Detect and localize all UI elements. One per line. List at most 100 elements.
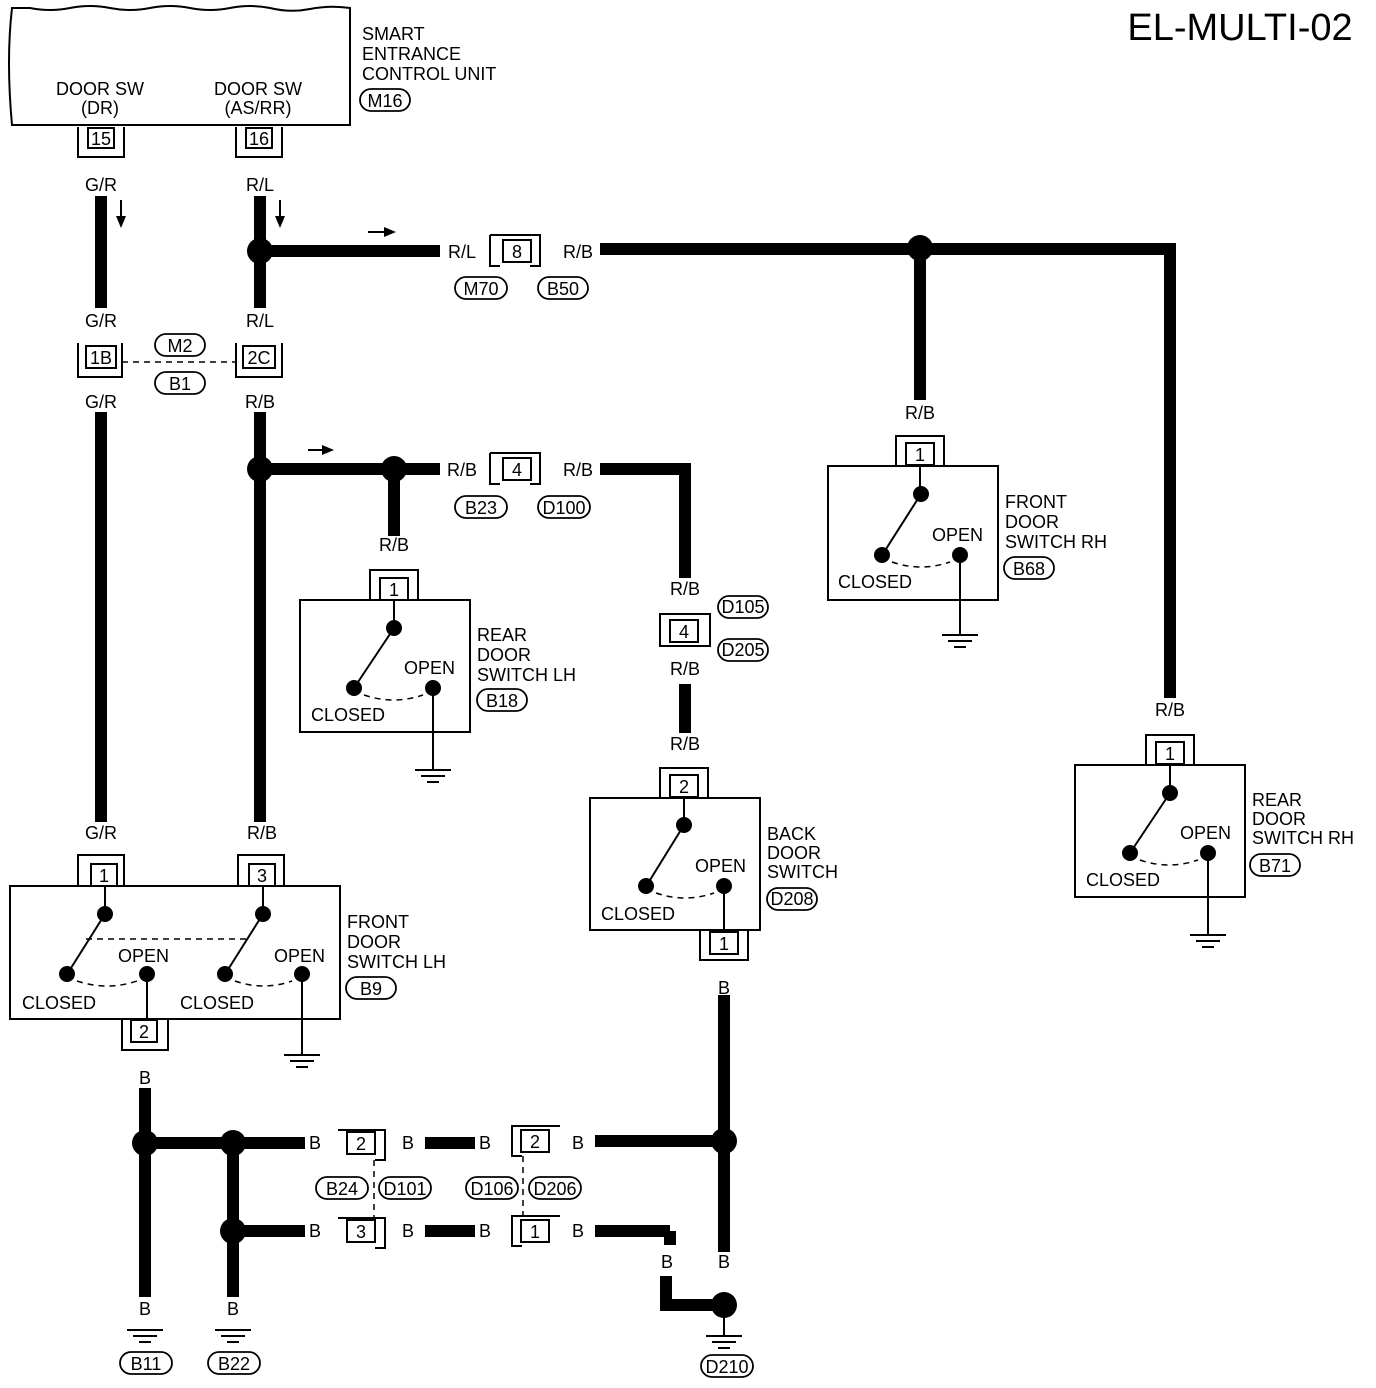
connector-pin: 3 [356, 1222, 366, 1242]
wire-label: B [718, 1252, 730, 1272]
wire-label: R/B [245, 392, 275, 412]
door-sw-dr-label: DOOR SW [56, 79, 144, 99]
splice-dot [711, 1128, 737, 1154]
switch-code: B68 [1013, 559, 1045, 579]
wire-label: B [479, 1221, 491, 1241]
switch-name: DOOR [767, 843, 821, 863]
wire-label: G/R [85, 175, 117, 195]
wire-label: R/B [563, 460, 593, 480]
connector-d105-d205: 4 D105 D205 [659, 595, 769, 662]
wire-label: B [227, 1299, 239, 1319]
connector-code: D206 [533, 1179, 576, 1199]
connector-pin: 4 [512, 460, 522, 480]
switch-name: BACK [767, 824, 816, 844]
open-label: OPEN [695, 856, 746, 876]
wire-label: R/B [670, 659, 700, 679]
switch-name: SWITCH RH [1252, 828, 1354, 848]
connector-code: D205 [721, 640, 764, 660]
wire-label: R/B [447, 460, 477, 480]
switch-name: REAR [1252, 790, 1302, 810]
connector-pin: 8 [512, 242, 522, 262]
connector-code: M2 [167, 336, 192, 356]
wire-label: R/B [379, 535, 409, 555]
back-door-switch: 2 OPEN CLOSED BACK DOOR SWITCH D208 1 [589, 767, 838, 961]
connector-code: M70 [463, 279, 498, 299]
splice-dot [381, 456, 407, 482]
connector-d106-d206: 2 1 D106 D206 [465, 1125, 582, 1247]
switch-code: B9 [360, 979, 382, 999]
arrow-down-icon [275, 216, 285, 228]
splice-dot [220, 1130, 246, 1156]
wire-label: B [309, 1221, 321, 1241]
open-label: OPEN [404, 658, 455, 678]
wire-label: B [661, 1252, 673, 1272]
wire-label: R/B [905, 403, 935, 423]
connector-code: B23 [465, 498, 497, 518]
ground-icon [415, 769, 451, 783]
connector-pin: 2 [356, 1134, 366, 1154]
arrow-right-icon [384, 227, 396, 237]
ground-icon [215, 1329, 251, 1343]
wire-label: R/B [563, 242, 593, 262]
switch-name: DOOR [347, 932, 401, 952]
wire-label: G/R [85, 823, 117, 843]
wire-label: R/L [246, 311, 274, 331]
switch-name: DOOR [477, 645, 531, 665]
ground-b22: B22 [207, 1329, 261, 1375]
arrow-down-icon [116, 216, 126, 228]
connector-code: B1 [169, 374, 191, 394]
wire-label: G/R [85, 392, 117, 412]
connector-m2-b1: 1B 2C M2 B1 [77, 333, 283, 395]
ground-icon [127, 1329, 163, 1343]
wire-label: R/B [247, 823, 277, 843]
connector-pin: 1 [530, 1222, 540, 1242]
open-label: OPEN [1180, 823, 1231, 843]
splice-dot [247, 456, 273, 482]
ground-icon [942, 634, 978, 648]
switch-code: B18 [486, 691, 518, 711]
splice-dots [132, 235, 933, 1318]
connector-pin: 1B [90, 348, 112, 368]
wire-label: B [402, 1133, 414, 1153]
switch-name: DOOR [1005, 512, 1059, 532]
switch-name: SWITCH LH [477, 665, 576, 685]
ground-icon [1190, 934, 1226, 948]
switch-pin: 1 [915, 445, 925, 465]
open-label: OPEN [118, 946, 169, 966]
control-unit-name-3: CONTROL UNIT [362, 64, 496, 84]
switch-pin: 3 [257, 866, 267, 886]
connector-code: B24 [326, 1179, 358, 1199]
closed-label: CLOSED [1086, 870, 1160, 890]
switch-code: D208 [770, 889, 813, 909]
wire-label: R/B [670, 734, 700, 754]
smart-entrance-control-unit: DOOR SW (DR) DOOR SW (AS/RR) SMART ENTRA… [8, 5, 496, 158]
switch-pin: 1 [99, 866, 109, 886]
switch-name: SWITCH [767, 862, 838, 882]
wire-labels: G/R R/L G/R R/L G/R R/B R/L R/B R/B R/B … [85, 175, 1185, 1319]
switch-contact [217, 966, 233, 982]
ground-d210: D210 [700, 1305, 754, 1378]
wire-label: B [479, 1133, 491, 1153]
arrow-right-icon [322, 445, 334, 455]
splice-dot [907, 235, 933, 261]
closed-label: CLOSED [838, 572, 912, 592]
door-sw-dr-sub: (DR) [81, 98, 119, 118]
pin-16: 16 [249, 129, 269, 149]
wire-label: R/B [1155, 700, 1185, 720]
control-unit-code: M16 [367, 91, 402, 111]
switch-contact [59, 966, 75, 982]
control-unit-name-2: ENTRANCE [362, 44, 461, 64]
closed-label: CLOSED [311, 705, 385, 725]
ground-code: B22 [218, 1354, 250, 1374]
connector-m70-b50: 8 M70 B50 [454, 234, 589, 300]
switch-name: SWITCH RH [1005, 532, 1107, 552]
rear-door-switch-rh: 1 OPEN CLOSED REAR DOOR SWITCH RH B71 [1074, 734, 1354, 948]
diagram-title: EL-MULTI-02 [1127, 7, 1352, 49]
switch-name: SWITCH LH [347, 952, 446, 972]
door-sw-asrr-sub: (AS/RR) [225, 98, 292, 118]
switch-contact [638, 878, 654, 894]
connector-code: D101 [383, 1179, 426, 1199]
switch-pin: 1 [1165, 744, 1175, 764]
connector-pin: 4 [679, 622, 689, 642]
